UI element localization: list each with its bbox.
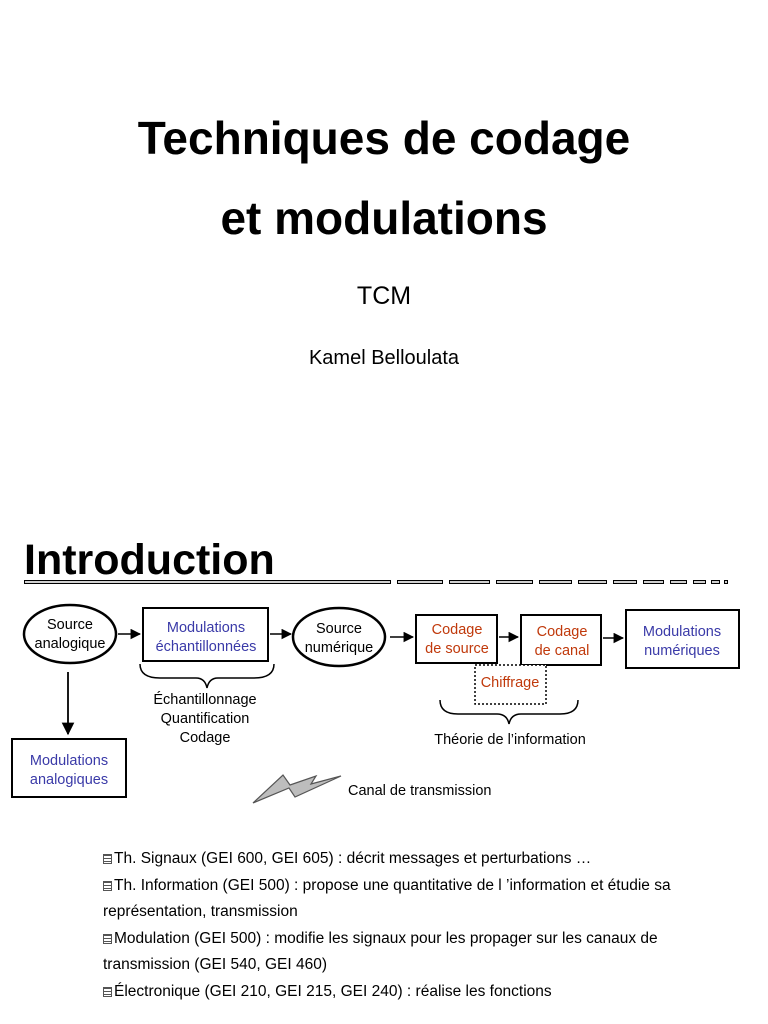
- source-analogique-node: Source analogique: [22, 603, 118, 665]
- codage-canal-label-1: Codage: [537, 624, 588, 640]
- codage-canal-node: Codage de canal: [520, 614, 602, 666]
- bullet-text: Th. Signaux (GEI 600, GEI 605) : décrit …: [114, 850, 592, 867]
- modulations-numeriques-node: Modulations numériques: [625, 609, 740, 669]
- modulations-analogiques-label-2: analogiques: [30, 772, 108, 788]
- acronym: TCM: [356, 282, 412, 310]
- source-numerique-label-1: Source: [316, 621, 362, 637]
- bullet-icon: [103, 986, 112, 997]
- bullet-icon: [103, 880, 112, 891]
- title-line-1: Techniques de codage: [137, 112, 631, 164]
- modulations-analogiques-label-1: Modulations: [30, 753, 108, 769]
- step-quantification: Quantification: [161, 711, 250, 727]
- bullet-item: Th. Information (GEI 500) : propose une …: [103, 873, 723, 926]
- canal-transmission-label: Canal de transmission: [348, 783, 491, 799]
- source-numerique-node: Source numérique: [291, 606, 387, 668]
- modulations-echantillonnees-label-1: Modulations: [167, 620, 245, 636]
- author-name: Kamel Belloulata: [308, 347, 460, 369]
- bullet-text: Modulation (GEI 500) : modifie les signa…: [103, 929, 658, 974]
- codage-source-label-1: Codage: [432, 622, 483, 638]
- lightning-icon: [252, 774, 342, 804]
- bullet-icon: [103, 933, 112, 944]
- codage-source-node: Codage de source: [415, 614, 498, 664]
- codage-source-label-2: de source: [425, 641, 489, 657]
- modulations-numeriques-label-1: Modulations: [643, 624, 721, 640]
- bullet-text: Th. Information (GEI 500) : propose une …: [103, 876, 671, 921]
- bullet-item: Modulation (GEI 500) : modifie les signa…: [103, 926, 723, 979]
- modulations-analogiques-node: Modulations analogiques: [11, 738, 127, 798]
- bullet-item: Th. Signaux (GEI 600, GEI 605) : décrit …: [103, 846, 723, 873]
- step-codage: Codage: [180, 730, 231, 746]
- block-diagram: Source analogique Modulations échantillo…: [11, 603, 740, 804]
- brace-echantillonnage: [139, 663, 275, 689]
- source-analogique-label-1: Source: [47, 617, 93, 633]
- modulations-numeriques-label-2: numériques: [644, 643, 720, 659]
- brace-theorie: [439, 699, 579, 725]
- bullet-text: Électronique (GEI 210, GEI 215, GEI 240)…: [114, 982, 552, 1000]
- title-line-2: et modulations: [220, 192, 548, 244]
- bullet-list: Th. Signaux (GEI 600, GEI 605) : décrit …: [103, 846, 723, 1005]
- modulations-echantillonnees-node: Modulations échantillonnées: [142, 607, 269, 662]
- step-echantillonnage: Échantillonnage: [153, 691, 256, 708]
- bullet-icon: [103, 854, 112, 864]
- source-analogique-label-2: analogique: [35, 636, 106, 652]
- theorie-information-label: Théorie de l’information: [434, 732, 586, 748]
- bullet-item: Électronique (GEI 210, GEI 215, GEI 240)…: [103, 979, 723, 1006]
- codage-canal-label-2: de canal: [535, 643, 590, 659]
- source-numerique-label-2: numérique: [305, 640, 374, 656]
- intro-heading: Introduction: [24, 536, 275, 584]
- modulations-echantillonnees-label-2: échantillonnées: [156, 639, 257, 655]
- chiffrage-node: Chiffrage: [474, 664, 547, 705]
- chiffrage-label: Chiffrage: [481, 675, 540, 691]
